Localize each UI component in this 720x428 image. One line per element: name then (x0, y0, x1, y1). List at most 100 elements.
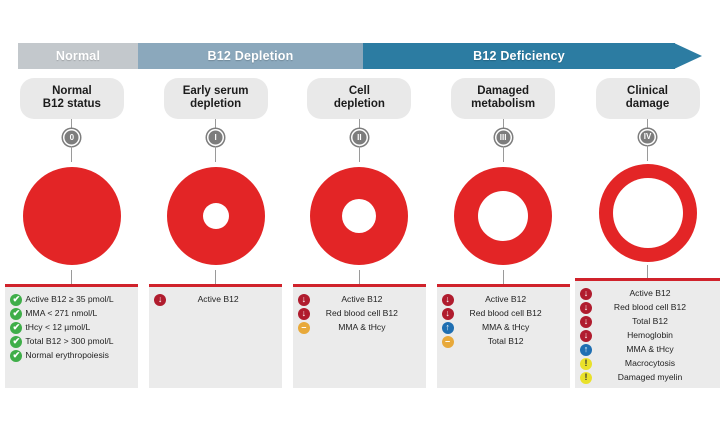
arrow-up-icon-glyph: ↑ (583, 344, 589, 355)
legend-row-label: Active B12 ≥ 35 pmol/L (25, 294, 114, 304)
legend-row: ↓ Active B12 (441, 293, 565, 306)
check-icon: ✔ (10, 349, 23, 362)
legend-row: ↓Active B12 (154, 293, 277, 306)
check-icon: ✔ (10, 307, 23, 320)
b12-donut-0 (22, 167, 121, 265)
arrow-up-icon: ↑ (580, 343, 592, 356)
arrow-down-icon-glyph: ↓ (583, 330, 589, 341)
stage-legend-card-2: ↓ Active B12 ↓ Red blood cell B12 –MMA & tHc… (292, 284, 426, 388)
stage-title-line1: Early serum (182, 85, 249, 97)
legend-row-label: Damaged myelin (617, 372, 683, 383)
connector-line-bottom (71, 270, 73, 284)
donut-box-2 (305, 162, 413, 270)
legend-row: –MMA & tHcy (297, 321, 421, 334)
legend-row-label: Total B12 > 300 pmol/L (25, 336, 114, 346)
stage-number-badge-2: II (350, 129, 368, 146)
legend-row-label: MMA < 271 nmol/L (25, 308, 98, 318)
arrow-down-icon: ↓ (580, 301, 592, 314)
donut-hole (342, 199, 377, 233)
donut-hole (202, 203, 229, 229)
legend-row: ✔tHcy < 12 µmol/L (10, 321, 133, 334)
legend-row-label: Total B12 (632, 316, 668, 327)
arrow-flat-icon: – (441, 335, 454, 348)
bar-segment-normal: Normal (18, 43, 138, 69)
arrow-down-icon-glyph: ↓ (301, 294, 307, 304)
legend-row: ↓ Total B12 (580, 315, 715, 328)
legend-row-label: Hemoglobin (627, 330, 673, 341)
arrow-up-icon: ↑ (441, 321, 454, 334)
legend-row-label: Active B12 (629, 288, 671, 299)
arrow-down-icon: ↓ (580, 315, 592, 328)
check-icon-glyph: ✔ (12, 350, 21, 360)
legend-row: –Total B12 (441, 335, 565, 348)
warning-icon-glyph: ! (584, 372, 588, 383)
arrow-down-icon: ↓ (580, 287, 592, 300)
stage-legend-card-4: ↓ Active B12 ↓ Red blood cell B12 ↓ Total B12… (575, 278, 720, 388)
arrow-down-icon-glyph: ↓ (583, 288, 589, 299)
arrow-flat-icon-glyph: – (445, 336, 451, 346)
legend-row: ↑MMA & tHcy (580, 343, 715, 356)
connector-line-bottom (647, 264, 648, 279)
arrow-down-icon-glyph: ↓ (301, 308, 307, 318)
stage-title-line1: Normal (52, 85, 92, 97)
arrow-down-icon: ↓ (441, 307, 454, 320)
arrow-down-icon-glyph: ↓ (583, 316, 589, 327)
connector-line-bottom (215, 270, 217, 284)
connector-line-top (215, 119, 217, 129)
legend-row: ↓ Red blood cell B12 (580, 301, 715, 314)
legend-row: ↓ Active B12 (580, 287, 715, 300)
stage-title-line1: Cell (348, 85, 370, 97)
stage-legend-card-1: ↓Active B12 (149, 284, 283, 388)
connector-line-top (71, 119, 73, 129)
warning-icon: ! (580, 357, 592, 370)
legend-row: ✔ Active B12 ≥ 35 pmol/L (10, 293, 133, 306)
check-icon-glyph: ✔ (12, 294, 21, 304)
check-icon-glyph: ✔ (12, 322, 21, 332)
connector-line-mid (502, 146, 504, 162)
legend-row-label: Red blood cell B12 (325, 308, 398, 318)
check-icon-glyph: ✔ (12, 308, 21, 318)
arrow-down-icon-glyph: ↓ (445, 294, 450, 304)
legend-row: ↑MMA & tHcy (441, 321, 565, 334)
connector-line-mid (647, 145, 648, 161)
check-icon-glyph: ✔ (12, 336, 21, 346)
legend-row: ! Damaged myelin (580, 371, 715, 384)
b12-donut-2 (310, 167, 409, 265)
legend-row: !Macrocytosis (580, 357, 715, 370)
connector-line-top (358, 119, 360, 129)
check-icon: ✔ (10, 293, 23, 306)
progression-bar: Normal B12 Depletion B12 Deficiency (18, 43, 702, 69)
donut-box-3 (449, 162, 557, 270)
stage-title-line2: depletion (190, 98, 242, 110)
legend-row-label: Red blood cell B12 (613, 302, 687, 313)
warning-icon: ! (580, 371, 592, 384)
arrow-down-icon: ↓ (441, 293, 454, 306)
stage-number-badge-1: I (207, 129, 225, 146)
arrow-down-icon: ↓ (154, 293, 167, 306)
connector-line-mid (71, 146, 73, 162)
arrow-head-icon (674, 43, 702, 69)
stage-number-badge-4: IV (639, 128, 656, 146)
bar-segment-b12-depletion: B12 Depletion (138, 43, 363, 69)
arrow-down-icon-glyph: ↓ (157, 294, 163, 304)
stage-title-line2: metabolism (471, 98, 536, 110)
bar-segment-b12-deficiency: B12 Deficiency (363, 43, 675, 69)
arrow-down-icon: ↓ (297, 307, 310, 320)
stage-number-badge-3: III (494, 129, 512, 146)
legend-row: ↓ Active B12 (297, 293, 421, 306)
bar-segment-b12-deficiency-label: B12 Deficiency (473, 49, 565, 63)
legend-row-label: Active B12 (341, 294, 383, 304)
b12-donut-1 (166, 167, 265, 265)
legend-row-label: Active B12 (485, 294, 527, 304)
donut-box-4 (594, 161, 702, 265)
stage-title-line1: Damaged (477, 85, 530, 97)
legend-row: ↓ Hemoglobin (580, 329, 715, 342)
stage-title-line1: Clinical (627, 85, 668, 97)
